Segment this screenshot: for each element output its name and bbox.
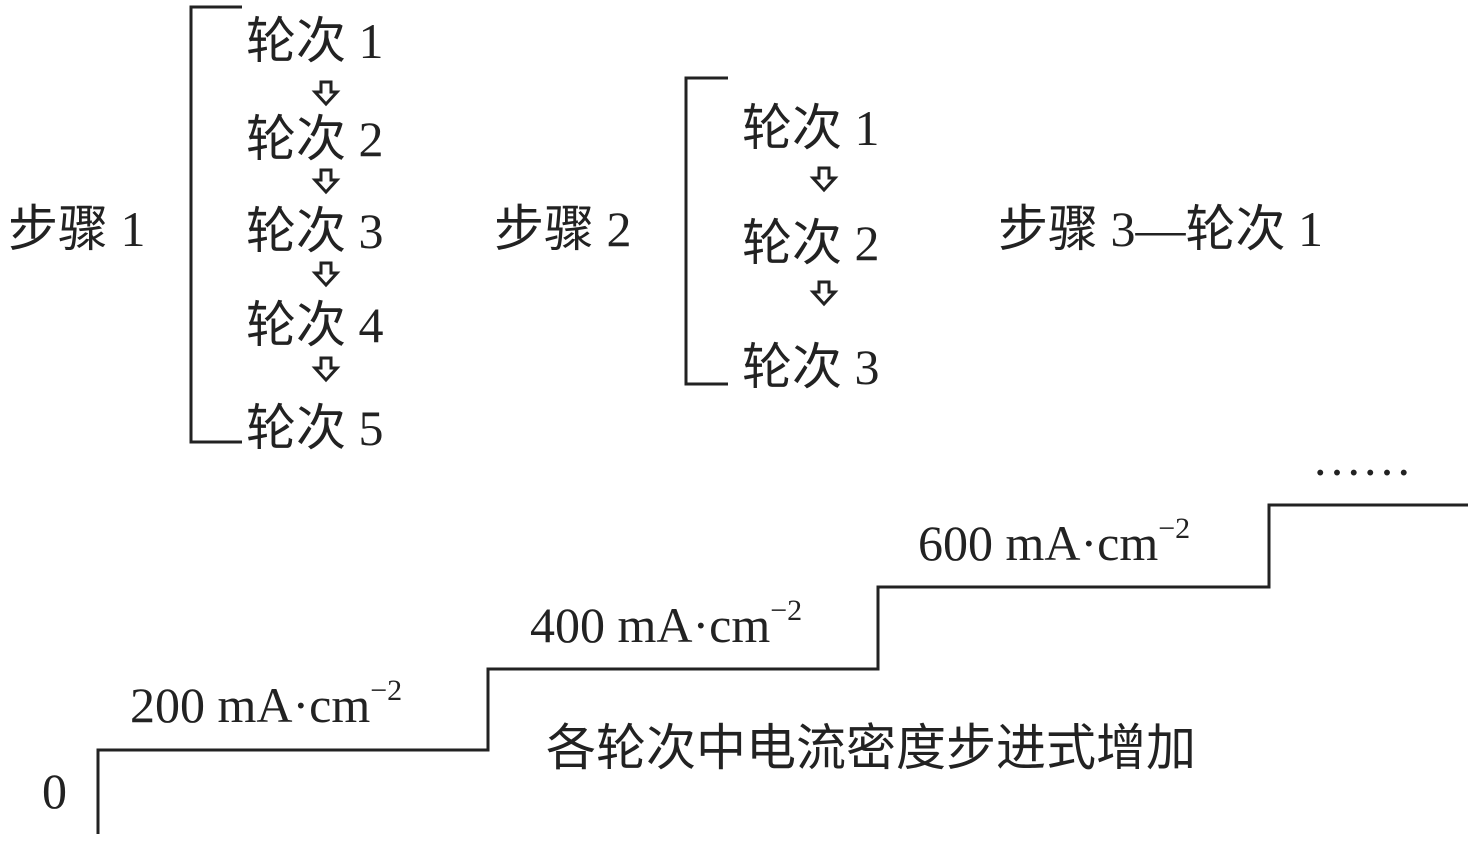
- down-arrow-icon: [311, 356, 341, 383]
- step-2-round-1: 轮次 1: [742, 100, 880, 156]
- down-arrow-icon: [311, 261, 341, 288]
- down-arrow-icon: [809, 166, 839, 193]
- step-3-label: 步骤 3—轮次 1: [998, 201, 1323, 257]
- current-density-staircase: 0 200 mA·cm−2 400 mA·cm−2 600 mA·cm−2 ………: [42, 430, 1468, 834]
- down-arrow-icon: [809, 280, 839, 307]
- step-1-round-2: 轮次 2: [246, 111, 384, 167]
- continuation-ellipsis: ……: [1312, 430, 1412, 486]
- down-arrow-icon: [311, 80, 341, 107]
- step-1-round-3: 轮次 3: [246, 203, 384, 259]
- staircase-line: [96, 503, 1468, 834]
- step-1-round-4: 轮次 4: [246, 297, 384, 353]
- step-2-round-3: 轮次 3: [742, 339, 880, 395]
- step-1-bracket: [189, 5, 242, 444]
- step-1-label: 步骤 1: [8, 201, 146, 257]
- step-2-label: 步骤 2: [494, 201, 632, 257]
- step-1-round-1: 轮次 1: [246, 13, 384, 69]
- step-2-bracket: [684, 76, 728, 386]
- origin-label: 0: [42, 763, 67, 819]
- down-arrow-icon: [311, 168, 341, 195]
- level-1-label: 200 mA·cm−2: [130, 674, 402, 733]
- level-3-label: 600 mA·cm−2: [918, 512, 1190, 571]
- step-2-group: 步骤 2 轮次 1 轮次 2 轮次 3: [494, 76, 880, 395]
- step-1-group: 步骤 1 轮次 1 轮次 2 轮次 3 轮次 4 轮次 5: [8, 5, 384, 456]
- step-1-round-5: 轮次 5: [246, 400, 384, 456]
- step-2-round-2: 轮次 2: [742, 215, 880, 271]
- staircase-caption: 各轮次中电流密度步进式增加: [546, 720, 1196, 776]
- level-2-label: 400 mA·cm−2: [530, 594, 802, 653]
